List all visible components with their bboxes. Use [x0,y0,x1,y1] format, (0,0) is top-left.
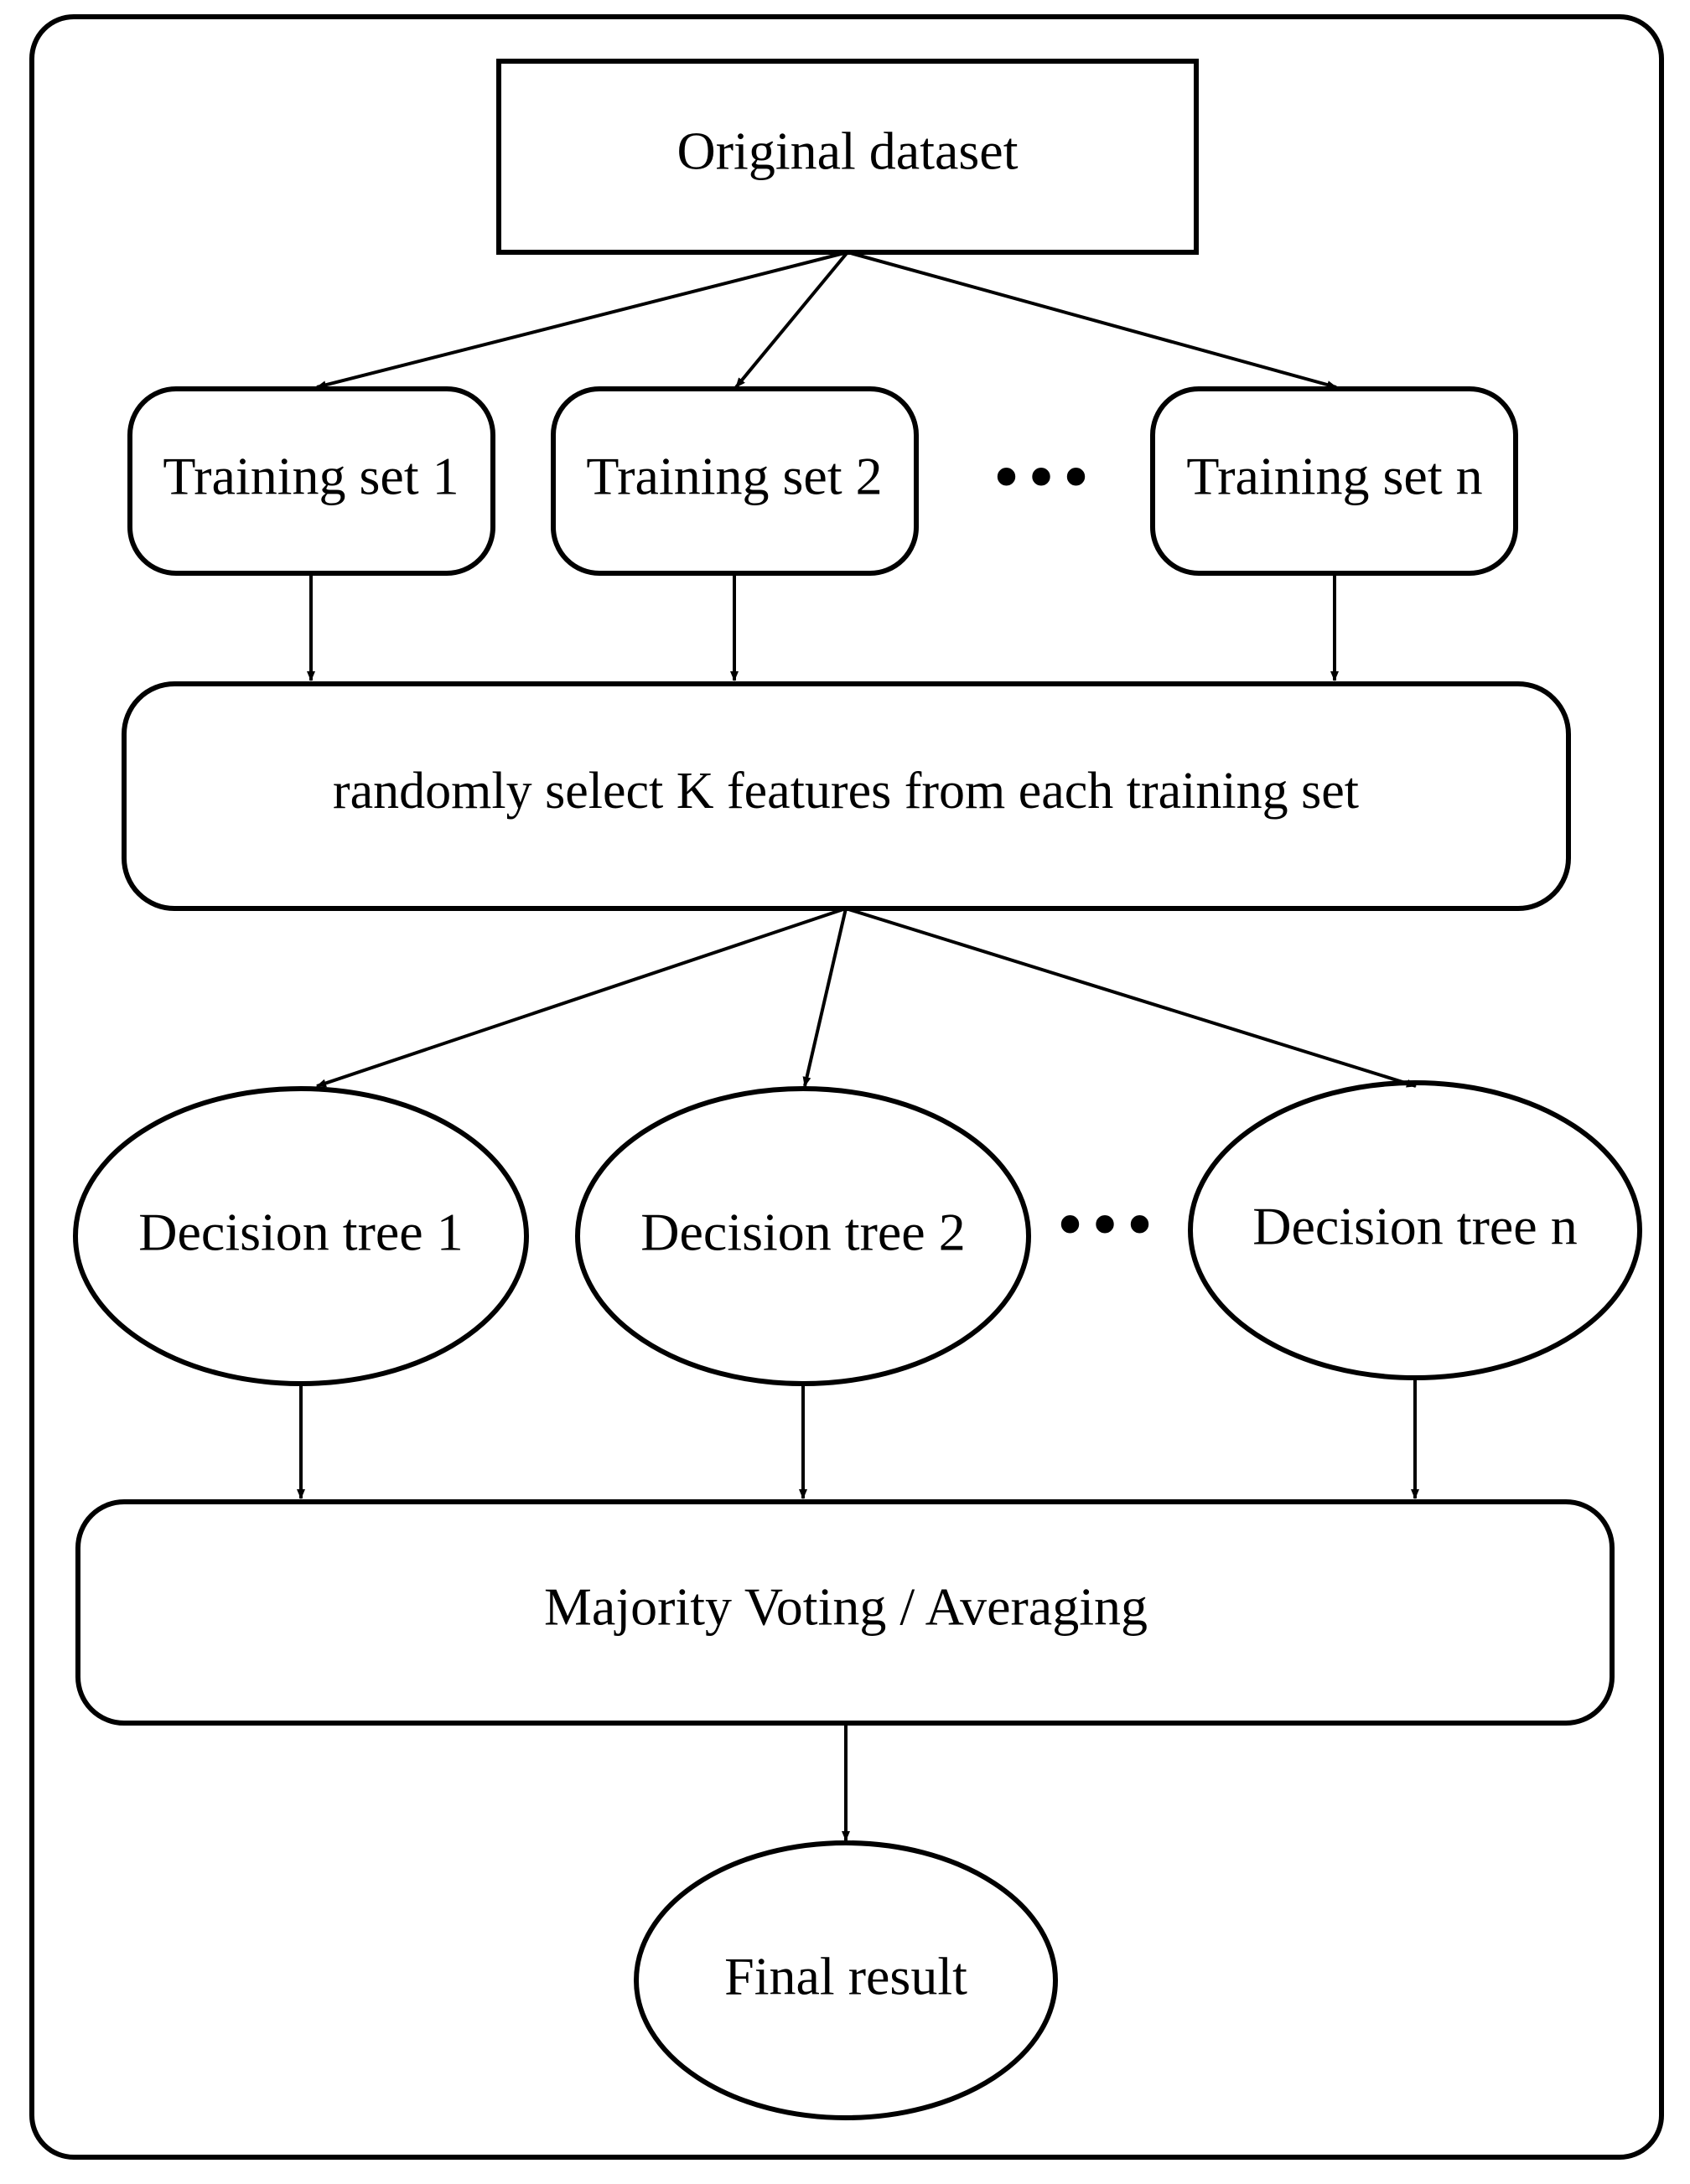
training-set-n-label: Training set n [1186,447,1482,506]
decision-trees-ellipsis: ••• [1057,1183,1162,1266]
arrow-to-training-set-2 [734,251,849,389]
training-set-2-label: Training set 2 [586,447,882,506]
decision-tree-n-label: Decision tree n [1252,1197,1577,1256]
feature-arrows [316,907,1417,1088]
feature-selection-label: randomly select K features from each tra… [333,763,1359,820]
training-arrows [307,573,1339,681]
arrow-to-training-set-n [847,251,1337,389]
final-result-node [634,1840,1058,2120]
aggregation-label: Majority Voting / Averaging [544,1577,1148,1637]
tree-arrows [297,1378,1419,1499]
training-set-1-label: Training set 1 [163,447,459,506]
decision-tree-1-label: Decision tree 1 [138,1203,463,1262]
original-dataset-label: Original dataset [677,122,1019,181]
decision-tree-2-label: Decision tree 2 [640,1203,965,1262]
final-result-label: Final result [724,1947,967,2006]
training-sets-ellipsis: ••• [993,436,1098,519]
arrow-to-training-set-1 [316,251,848,390]
dataset-arrows [316,251,1337,390]
outer-frame [29,14,1664,2160]
